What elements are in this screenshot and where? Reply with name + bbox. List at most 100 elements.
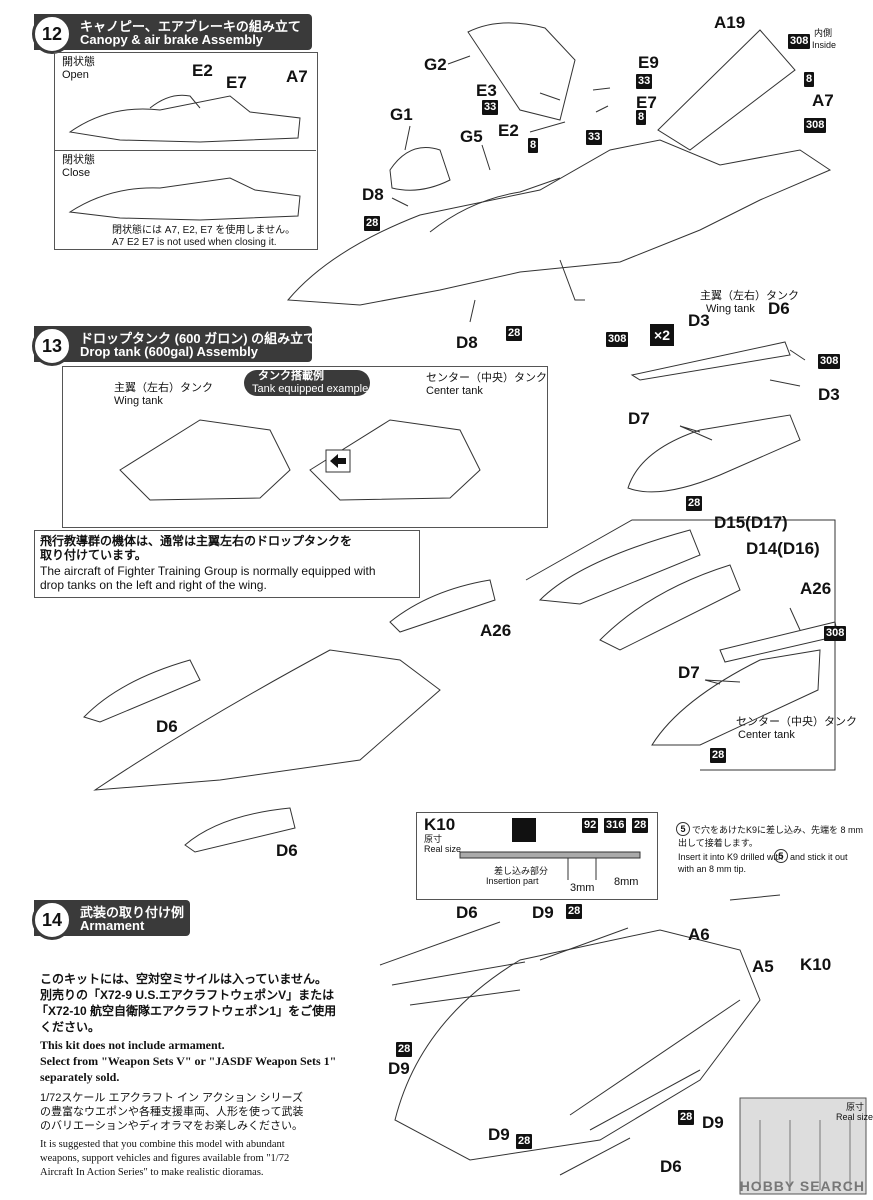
drill-icon [512, 818, 536, 842]
real-size-inset-en: Real size [836, 1112, 873, 1122]
drop-tank-d6-bottom [184, 807, 296, 853]
part-d8-upper: D8 [362, 185, 384, 204]
step12-number: 12 [32, 14, 72, 54]
armament-en-1: This kit does not include armament. [40, 1038, 225, 1052]
part-a5: A5 [752, 957, 774, 976]
part-a7: A7 [812, 91, 834, 110]
k10-drawing [459, 851, 641, 880]
open-label-en: Open [62, 69, 89, 81]
paint-28-d8-lower: 28 [506, 326, 523, 341]
part-d14: D14(D16) [746, 539, 820, 558]
part-a7-thumb: A7 [286, 67, 308, 86]
fighter-training-en-1: The aircraft of Fighter Training Group i… [40, 564, 376, 578]
paint-28-wing: 28 [686, 496, 703, 511]
k10-real-en: Real size [424, 844, 462, 854]
paint-316: 316 [604, 818, 627, 833]
wing-tank-outline [627, 414, 801, 493]
tank-example-right-jet [309, 419, 481, 501]
part-e3: E3 [476, 81, 497, 100]
step12-title-en: Canopy & air brake Assembly [80, 32, 264, 47]
step12-title-jp: キャノピー、エアブレーキの組み立て [80, 19, 301, 34]
k10-inst-en-2: and stick it out [790, 852, 848, 862]
paint-33-e9: 33 [636, 74, 653, 89]
watermark: HOBBY SEARCH [739, 1178, 865, 1194]
close-label-en: Close [62, 167, 91, 179]
wing-tank-en-parts: Wing tank [706, 303, 755, 315]
part-g2: G2 [424, 55, 447, 74]
part-a19: A19 [714, 13, 746, 32]
paint-28-center: 28 [710, 748, 727, 763]
part-e2-thumb: E2 [192, 61, 213, 80]
part-e7-thumb: E7 [226, 73, 247, 92]
insert-jp: 差し込み部分 [494, 866, 549, 876]
paint-28-arm-top: 28 [566, 904, 583, 919]
center-tank-upper-outline [538, 529, 701, 605]
main-jet-cockpit [429, 177, 561, 233]
paint-28-d8-upper: 28 [364, 216, 381, 231]
part-d15: D15(D17) [714, 513, 788, 532]
step13-title-en: Drop tank (600gal) Assembly [80, 344, 258, 359]
tank-example-box [62, 366, 548, 528]
open-close-box [54, 52, 318, 250]
real-size-inset [739, 1097, 867, 1195]
paint-8-e2: 8 [528, 138, 539, 153]
part-e7: E7 [636, 93, 657, 112]
paint-33-e2: 33 [586, 130, 603, 145]
k10-inst-en-1: Insert it into K9 drilled with [678, 852, 784, 862]
part-d6-left: D6 [156, 717, 178, 736]
part-d3-upper: D3 [688, 311, 710, 330]
dim-8mm: 8mm [614, 876, 639, 888]
real-size-inset-jp: 原寸 [846, 1102, 865, 1112]
drill-5-icon-a: 5 [676, 822, 690, 836]
part-k10-arm: K10 [800, 955, 832, 974]
part-d8-lower: D8 [456, 333, 478, 352]
paint-308-d3: 308 [606, 332, 629, 347]
part-d6-bottom: D6 [276, 841, 298, 860]
step14-title-en: Armament [80, 918, 145, 933]
missile-4 [539, 927, 629, 961]
times-two-badge: ×2 [650, 324, 674, 346]
missile-5 [569, 999, 741, 1116]
paint-8-e7: 8 [636, 110, 647, 125]
part-g1: G1 [390, 105, 413, 124]
part-a6: A6 [688, 925, 710, 944]
paint-308-a26: 308 [824, 626, 847, 641]
leader-lines-13b [704, 607, 801, 685]
pylon-a26-outline [719, 621, 839, 663]
insert-en: Insertion part [486, 876, 539, 886]
missile-6 [589, 1069, 701, 1131]
canopy-g2-outline [467, 22, 576, 121]
center-tank-en: Center tank [426, 385, 483, 397]
k10-inst-jp-1: で穴をあけたK9に差し込み、先端を 8 mm [692, 825, 864, 835]
part-d9-bottom: D9 [488, 1125, 510, 1144]
part-a26-center: A26 [800, 579, 832, 598]
paint-28-arm-left: 28 [396, 1042, 413, 1057]
leader-lines-12 [391, 55, 611, 323]
paint-28-k10: 28 [632, 818, 649, 833]
part-g5: G5 [460, 127, 483, 146]
inside-label-en: Inside [812, 40, 837, 50]
center-tank-jp-parts: センター（中央）タンク [736, 716, 857, 728]
step13-number: 13 [32, 326, 72, 366]
armament-jp-2: 別売りの「X72-9 U.S.エアクラフトウェポンV」または [40, 988, 335, 1002]
fighter-training-en-2: drop tanks on the left and right of the … [40, 578, 267, 592]
paint-28-arm-right: 28 [678, 1110, 695, 1125]
close-note-en: A7 E2 E7 is not used when closing it. [112, 237, 277, 248]
k10-box [416, 812, 658, 900]
paint-308-a19: 308 [788, 34, 811, 49]
step13-bracket [525, 519, 836, 771]
dim-3mm: 3mm [570, 882, 595, 894]
open-label-jp: 開状態 [62, 56, 95, 68]
paint-28-arm-bottom: 28 [516, 1134, 533, 1149]
pylon-d3-outline [630, 341, 791, 381]
part-d7-wing: D7 [628, 409, 650, 428]
armament-jp-4: ください。 [40, 1020, 101, 1034]
step12-header: 12 キャノピー、エアブレーキの組み立て Canopy & air brake … [32, 14, 312, 54]
center-tank-assembled-outline [651, 649, 821, 746]
k10-inst-jp-2: 出して接着します。 [678, 838, 758, 848]
paint-308-a7: 308 [804, 118, 827, 133]
center-tank-lower-outline [599, 564, 741, 651]
step14-number: 14 [32, 900, 72, 940]
tank-example-pill [244, 370, 370, 396]
missile-2 [391, 961, 526, 986]
